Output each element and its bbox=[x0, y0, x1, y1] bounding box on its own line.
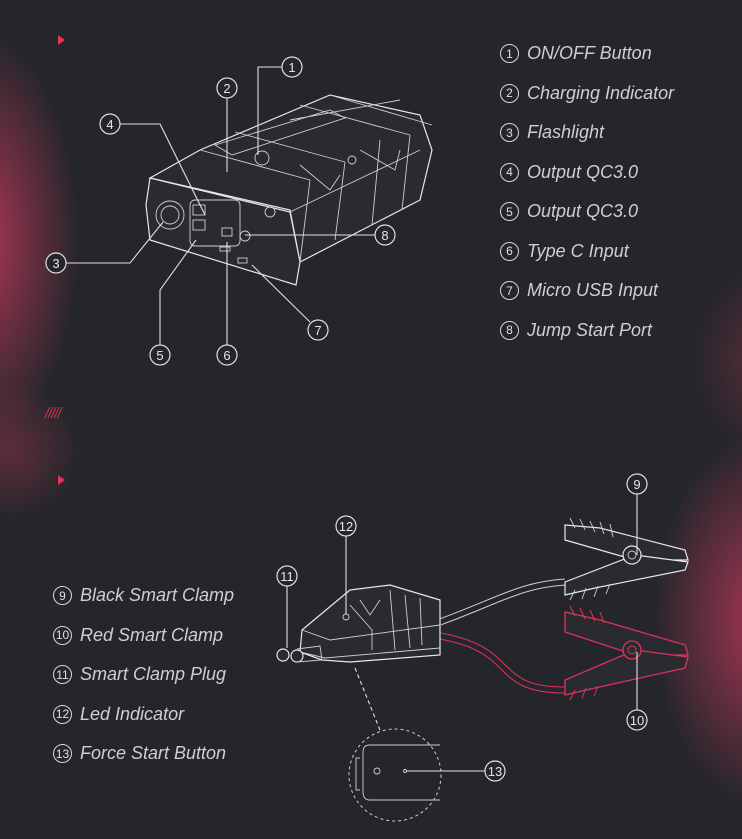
svg-text:2: 2 bbox=[223, 81, 230, 96]
legend-label: Output QC3.0 bbox=[527, 161, 639, 182]
callout-4: 4 bbox=[99, 113, 121, 135]
legend-label: Jump Start Port bbox=[527, 319, 653, 340]
legend-label: ON/OFF Button bbox=[527, 43, 652, 64]
legend-item: 10 Red Smart Clamp bbox=[53, 616, 234, 656]
svg-text:9: 9 bbox=[633, 477, 640, 492]
callout-12: 12 bbox=[335, 515, 357, 537]
top-legend: 1 ON/OFF Button 2 Charging Indicator 3 Flas… bbox=[500, 34, 674, 350]
legend-number: 7 bbox=[500, 281, 519, 301]
legend-item: 5 Output QC3.0 bbox=[500, 192, 674, 232]
legend-item: 9 Black Smart Clamp bbox=[53, 576, 234, 616]
callout-13: 13 bbox=[484, 760, 506, 782]
legend-number: 13 bbox=[53, 744, 72, 764]
legend-number: 12 bbox=[53, 704, 72, 724]
svg-text:6: 6 bbox=[223, 348, 230, 363]
legend-label: Smart Clamp Plug bbox=[80, 664, 227, 685]
svg-text:10: 10 bbox=[630, 713, 644, 728]
force-start-inset bbox=[348, 728, 442, 822]
svg-text:5: 5 bbox=[156, 348, 163, 363]
jump-starter-device bbox=[145, 94, 433, 286]
legend-item: 6 Type C Input bbox=[500, 232, 674, 272]
black-smart-clamp bbox=[564, 517, 689, 601]
legend-label: Micro USB Input bbox=[527, 280, 659, 301]
legend-label: Output QC3.0 bbox=[527, 201, 639, 222]
legend-number: 10 bbox=[53, 625, 72, 645]
legend-number: 11 bbox=[53, 665, 72, 685]
section-divider: ///// bbox=[45, 405, 62, 422]
callout-7: 7 bbox=[307, 319, 329, 341]
callout-6: 6 bbox=[216, 344, 238, 366]
legend-label: Red Smart Clamp bbox=[80, 624, 224, 645]
svg-text:1: 1 bbox=[288, 60, 295, 75]
legend-number: 6 bbox=[500, 241, 519, 261]
legend-item: 1 ON/OFF Button bbox=[500, 34, 674, 74]
legend-label: Charging Indicator bbox=[527, 82, 675, 103]
legend-item: 8 Jump Start Port bbox=[500, 311, 674, 351]
legend-label: Led Indicator bbox=[80, 703, 185, 724]
smart-clamp-body bbox=[276, 584, 441, 663]
callout-1: 1 bbox=[281, 56, 303, 78]
legend-item: 2 Charging Indicator bbox=[500, 74, 674, 114]
section-marker-top bbox=[58, 35, 65, 45]
legend-label: Type C Input bbox=[527, 240, 629, 261]
bottom-legend: 9 Black Smart Clamp 10 Red Smart Clamp 11 S… bbox=[53, 576, 234, 774]
callout-2: 2 bbox=[216, 77, 238, 99]
legend-number: 2 bbox=[500, 83, 519, 103]
svg-text:13: 13 bbox=[488, 764, 502, 779]
legend-number: 1 bbox=[500, 44, 519, 64]
callout-11: 11 bbox=[276, 565, 298, 587]
legend-number: 5 bbox=[500, 202, 519, 222]
svg-text:3: 3 bbox=[52, 256, 59, 271]
callout-3: 3 bbox=[45, 252, 67, 274]
callout-8: 8 bbox=[374, 224, 396, 246]
legend-item: 4 Output QC3.0 bbox=[500, 153, 674, 193]
legend-item: 13 Force Start Button bbox=[53, 734, 234, 774]
legend-number: 8 bbox=[500, 320, 519, 340]
callout-5: 5 bbox=[149, 344, 171, 366]
legend-item: 3 Flashlight bbox=[500, 113, 674, 153]
legend-item: 12 Led Indicator bbox=[53, 695, 234, 735]
legend-label: Force Start Button bbox=[80, 743, 227, 764]
callout-10: 10 bbox=[626, 709, 648, 731]
svg-text:8: 8 bbox=[381, 228, 388, 243]
svg-text:11: 11 bbox=[280, 569, 294, 584]
red-smart-clamp bbox=[564, 605, 689, 701]
section-marker-bottom bbox=[58, 475, 65, 485]
svg-text:7: 7 bbox=[314, 323, 321, 338]
legend-label: Black Smart Clamp bbox=[80, 585, 235, 606]
svg-text:12: 12 bbox=[339, 519, 353, 534]
legend-number: 9 bbox=[53, 586, 72, 606]
svg-text:4: 4 bbox=[106, 117, 113, 132]
legend-item: 11 Smart Clamp Plug bbox=[53, 655, 234, 695]
callout-9: 9 bbox=[626, 473, 648, 495]
legend-item: 7 Micro USB Input bbox=[500, 271, 674, 311]
legend-number: 3 bbox=[500, 123, 519, 143]
legend-number: 4 bbox=[500, 162, 519, 182]
legend-label: Flashlight bbox=[527, 122, 605, 143]
